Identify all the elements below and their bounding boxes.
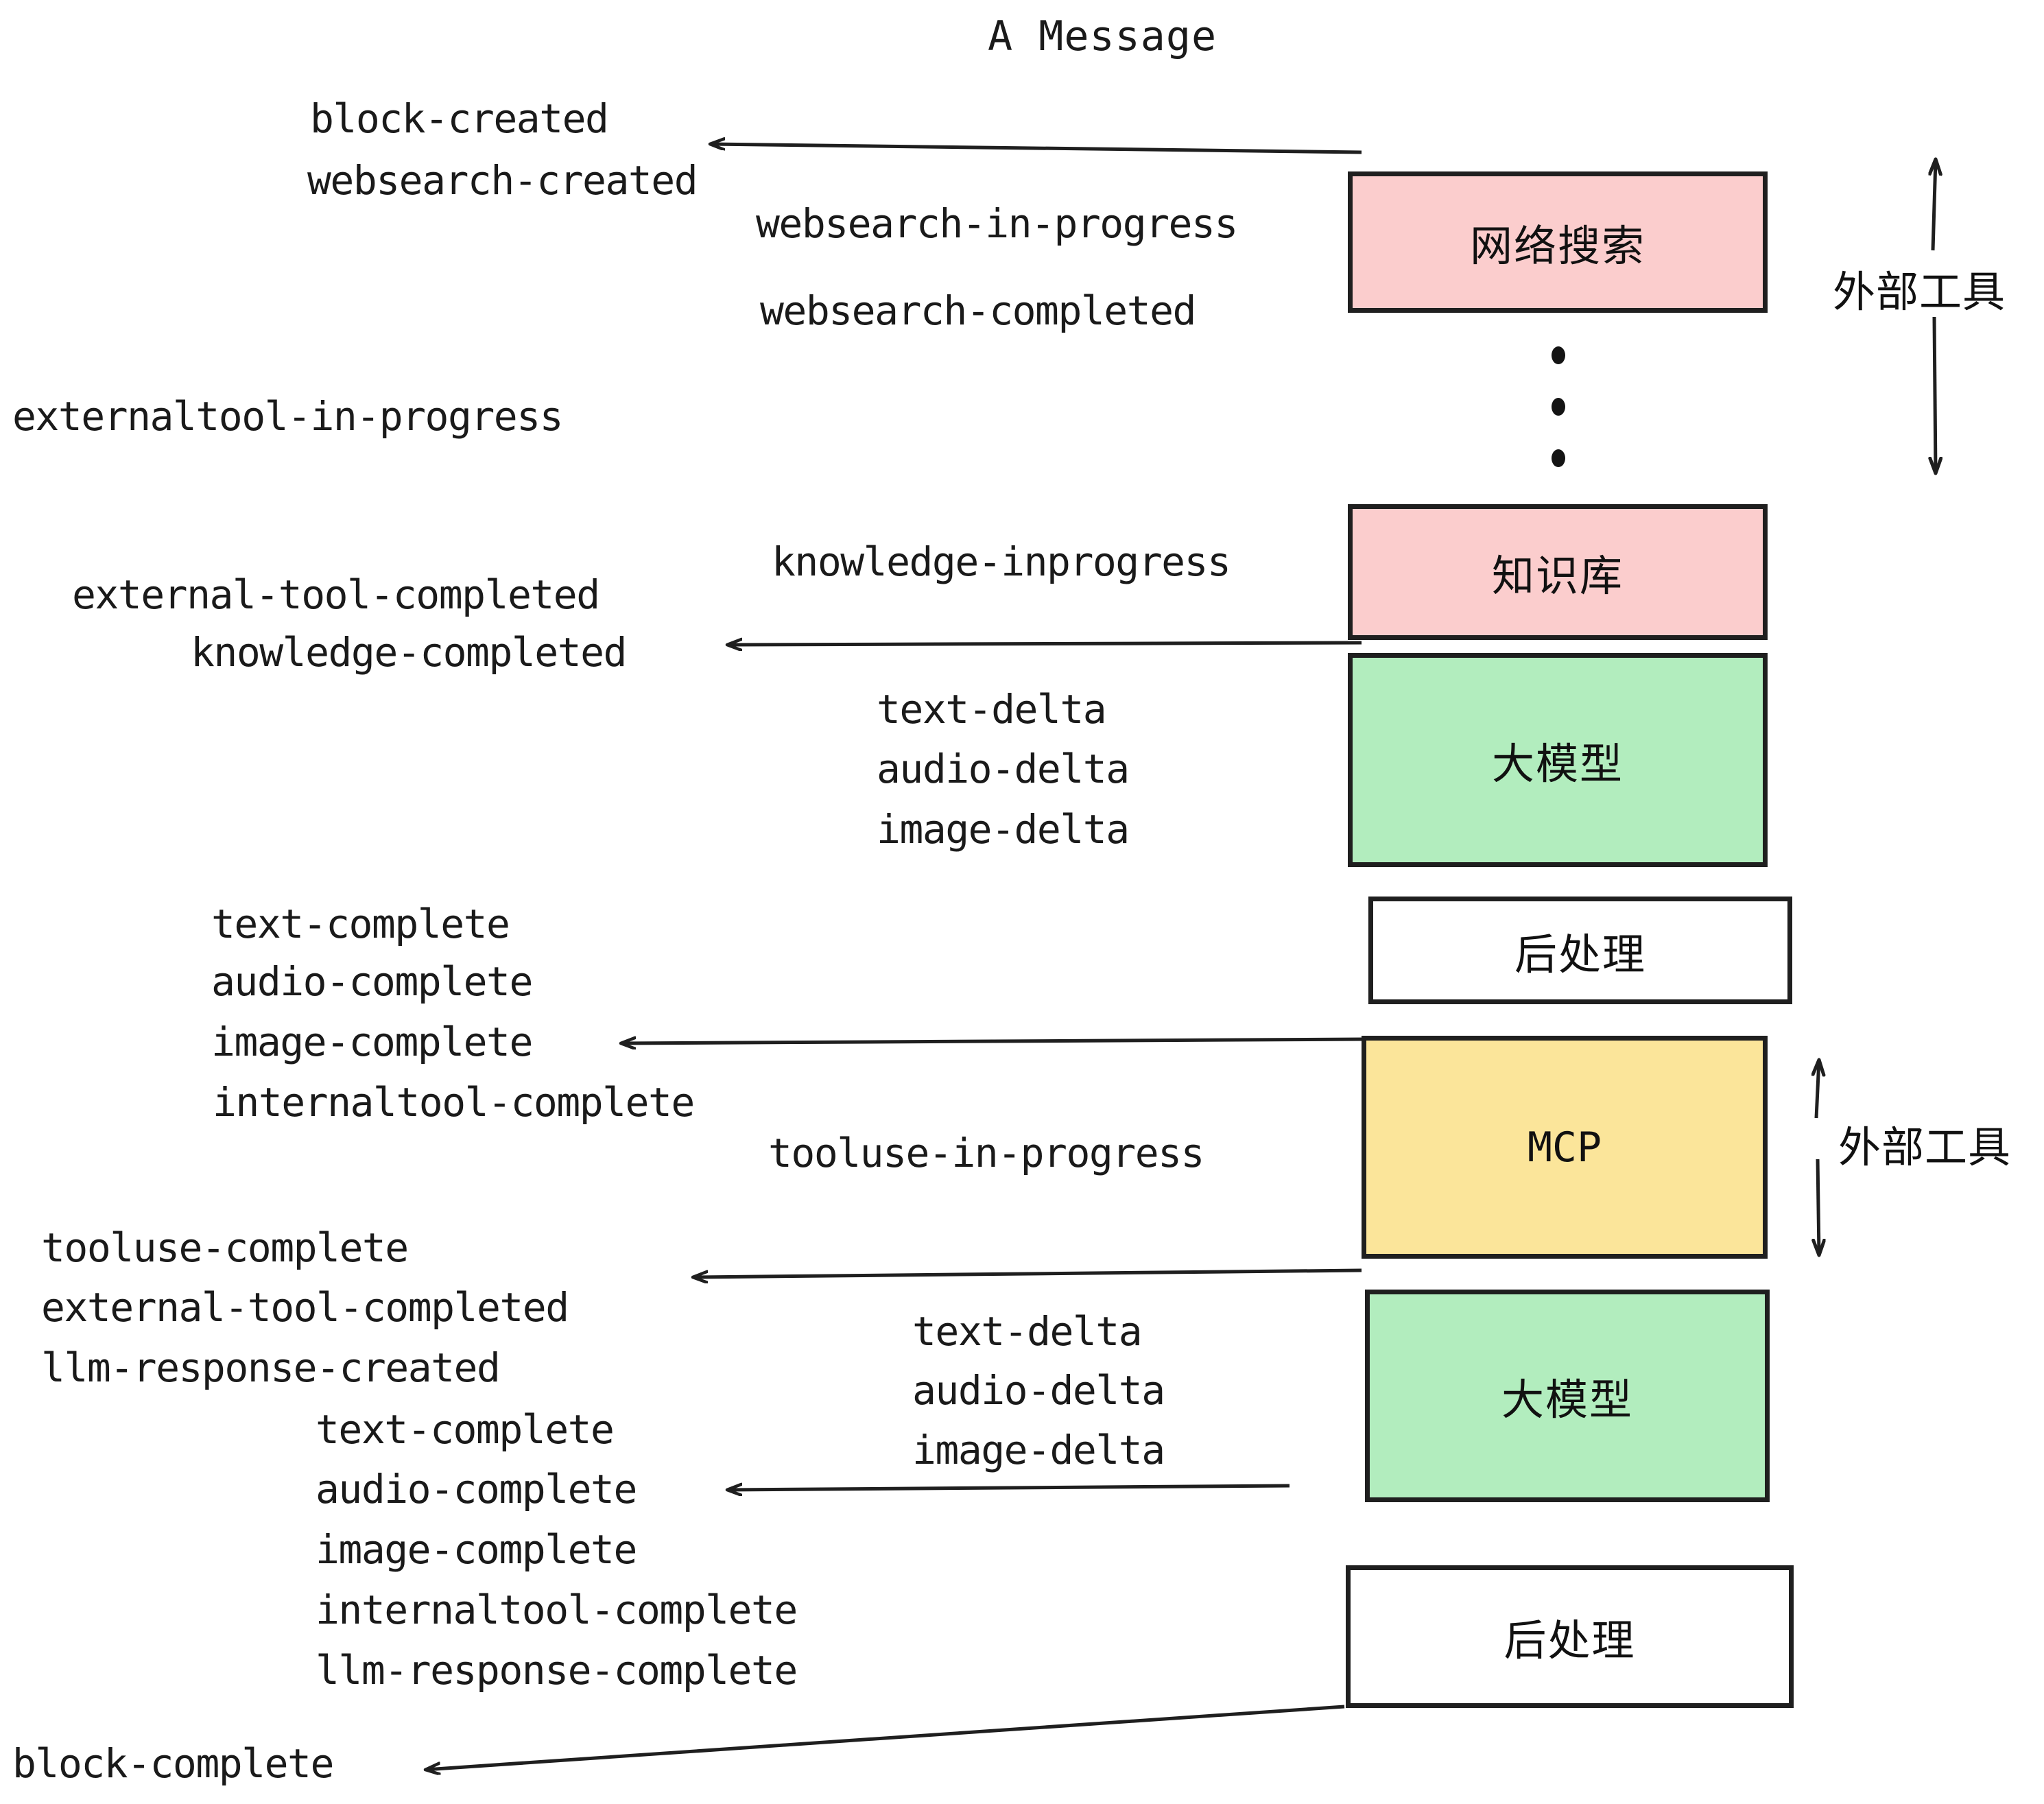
arrow-external-tools-top-up [1933, 159, 1936, 251]
event-websearch-in-progress: websearch-in-progress [756, 200, 1238, 247]
ellipsis-dot [1552, 398, 1565, 416]
arrow-mcp-to-tooluse-complete [693, 1268, 1362, 1277]
node-llm-2[interactable]: 大模型 [1365, 1290, 1770, 1502]
event-audio-delta-1: audio-delta [877, 746, 1130, 792]
arrow-websearch-to-block-created [710, 144, 1362, 154]
node-postprocess-2[interactable]: 后处理 [1346, 1565, 1794, 1708]
node-postprocess-1[interactable]: 后处理 [1368, 897, 1792, 1004]
event-llm-response-complete: llm-response-complete [316, 1647, 798, 1694]
event-llm-response-created: llm-response-created [41, 1344, 501, 1391]
event-internaltool-complete-2: internaltool-complete [316, 1587, 798, 1633]
node-knowledge-label: 知识库 [1491, 551, 1624, 601]
event-externaltool-in-progress: externaltool-in-progress [12, 393, 564, 440]
event-tooluse-in-progress: tooluse-in-progress [768, 1130, 1204, 1176]
diagram-title: A Message [988, 12, 1217, 60]
node-websearch[interactable]: 网络搜索 [1348, 171, 1768, 313]
node-websearch-label: 网络搜索 [1469, 221, 1645, 271]
node-postprocess-2-label: 后处理 [1504, 1615, 1636, 1665]
event-image-delta-1: image-delta [877, 806, 1130, 853]
arrow-llm1-to-knowledge-completed [727, 643, 1362, 645]
side-label-external-tools-top: 外部工具 [1833, 267, 2006, 317]
arrow-external-tools-bottom-up [1816, 1060, 1819, 1119]
arrow-postprocess1-to-image-complete [621, 1039, 1366, 1043]
node-llm-2-label: 大模型 [1501, 1375, 1633, 1425]
arrow-external-tools-top-down [1934, 316, 1936, 473]
arrow-external-tools-bottom-down [1818, 1159, 1819, 1255]
event-image-delta-2: image-delta [912, 1427, 1165, 1473]
event-image-complete-1: image-complete [211, 1019, 533, 1065]
event-text-delta-2: text-delta [912, 1308, 1143, 1355]
arrow-llm2-to-audio-complete [727, 1486, 1290, 1490]
event-block-complete: block-complete [12, 1740, 334, 1787]
event-audio-complete-2: audio-complete [316, 1466, 637, 1512]
event-text-delta-1: text-delta [877, 686, 1107, 733]
event-websearch-completed: websearch-completed [760, 287, 1196, 334]
event-block-created: block-created [310, 95, 609, 142]
ellipsis-dot [1552, 449, 1565, 467]
ellipsis-dot [1552, 346, 1565, 364]
event-knowledge-completed: knowledge-completed [191, 629, 627, 676]
event-audio-delta-2: audio-delta [912, 1367, 1165, 1414]
event-audio-complete-1: audio-complete [211, 958, 533, 1005]
event-external-tool-completed-2: external-tool-completed [41, 1284, 569, 1331]
event-tooluse-complete: tooluse-complete [41, 1224, 409, 1271]
node-llm-1-label: 大模型 [1491, 739, 1624, 789]
node-llm-1[interactable]: 大模型 [1348, 653, 1768, 867]
side-label-external-tools-bottom: 外部工具 [1838, 1122, 2012, 1172]
event-websearch-created: websearch-created [307, 157, 698, 204]
event-text-complete-2: text-complete [316, 1406, 615, 1453]
node-mcp[interactable]: MCP [1362, 1036, 1768, 1259]
node-postprocess-1-label: 后处理 [1514, 929, 1646, 980]
arrow-postprocess2-to-block-complete [425, 1705, 1345, 1770]
event-internaltool-complete-1: internaltool-complete [213, 1079, 695, 1126]
event-text-complete-1: text-complete [211, 901, 510, 947]
event-image-complete-2: image-complete [316, 1526, 637, 1573]
event-external-tool-completed-1: external-tool-completed [72, 571, 600, 618]
event-knowledge-inprogress: knowledge-inprogress [772, 538, 1231, 585]
node-knowledge[interactable]: 知识库 [1348, 504, 1768, 640]
node-mcp-label: MCP [1527, 1123, 1602, 1172]
